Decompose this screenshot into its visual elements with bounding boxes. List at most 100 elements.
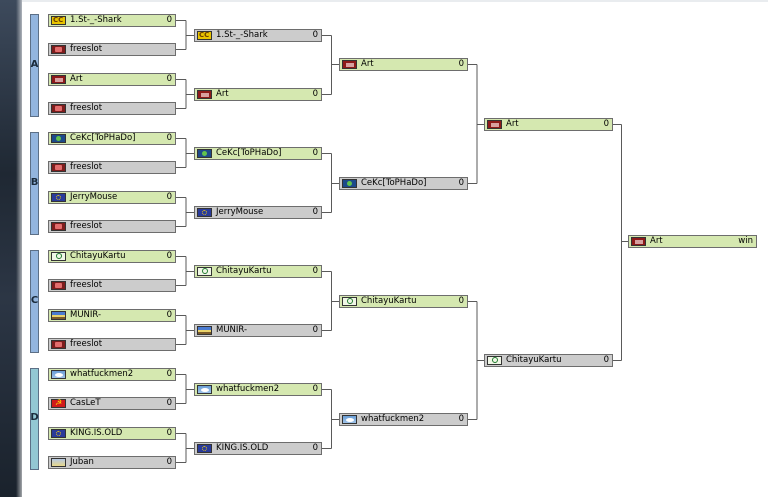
player-name: ChitayuKartu	[70, 251, 126, 261]
gray-race-icon	[51, 340, 66, 349]
player-slot-round1[interactable]: freeslot	[48, 102, 176, 115]
player-name: JerryMouse	[70, 192, 118, 202]
player-slot-round1[interactable]: ChitayuKartu 0	[48, 250, 176, 263]
player-slot-round4[interactable]: Art 0	[484, 118, 613, 131]
player-score: 0	[312, 384, 318, 394]
red-flag-icon	[51, 398, 66, 408]
globe-icon	[197, 149, 212, 158]
gray-race-icon	[51, 104, 66, 113]
player-slot-round2[interactable]: CeKc[ToPHaDo] 0	[194, 147, 322, 160]
player-name: freeslot	[70, 103, 103, 113]
top-divider	[22, 0, 768, 2]
background-artwork	[0, 0, 22, 497]
player-name: freeslot	[70, 280, 103, 290]
clan-flag-icon	[51, 75, 66, 84]
player-score: 0	[166, 133, 172, 143]
eu-flag-icon	[197, 444, 212, 453]
player-slot-round1[interactable]: freeslot	[48, 161, 176, 174]
player-name: freeslot	[70, 44, 103, 54]
player-score: 0	[312, 207, 318, 217]
green-emblem-icon	[51, 252, 66, 261]
player-score: 0	[166, 398, 172, 408]
player-slot-round3[interactable]: Art 0	[339, 58, 468, 71]
player-score: 0	[312, 148, 318, 158]
group-label: A	[30, 58, 39, 70]
player-name: whatfuckmen2	[70, 369, 134, 379]
player-score: 0	[603, 119, 609, 129]
group-label: D	[30, 412, 39, 423]
player-name: MUNIR-	[216, 325, 248, 335]
clan-flag-icon	[342, 60, 357, 69]
player-score: 0	[312, 443, 318, 453]
player-name: whatfuckmen2	[361, 414, 425, 424]
player-name: whatfuckmen2	[216, 384, 280, 394]
player-name: Art	[506, 119, 519, 129]
player-name: ChitayuKartu	[361, 296, 417, 306]
globe-icon	[51, 134, 66, 143]
player-name: Art	[361, 59, 374, 69]
player-slot-round1[interactable]: CeKc[ToPHaDo] 0	[48, 132, 176, 145]
sky-flag-icon	[51, 458, 66, 467]
player-score: 0	[312, 30, 318, 40]
player-name: MUNIR-	[70, 310, 102, 320]
clan-flag-icon	[631, 237, 646, 246]
player-slot-round2[interactable]: whatfuckmen2 0	[194, 383, 322, 396]
player-score: 0	[166, 74, 172, 84]
striped-flag-icon	[51, 311, 66, 320]
player-name: CeKc[ToPHaDo]	[216, 148, 282, 158]
green-emblem-icon	[342, 297, 357, 306]
player-score: 0	[166, 457, 172, 467]
player-slot-round1[interactable]: freeslot	[48, 220, 176, 233]
eu-flag-icon	[51, 193, 66, 202]
bird-icon	[51, 370, 66, 379]
player-name: Juban	[70, 457, 94, 467]
player-score: 0	[312, 266, 318, 276]
player-score: 0	[166, 428, 172, 438]
gray-race-icon	[51, 163, 66, 172]
group-label: B	[30, 176, 39, 188]
bird-icon	[197, 385, 212, 394]
player-slot-round2[interactable]: MUNIR-0	[194, 324, 322, 337]
player-slot-round1[interactable]: MUNIR- 0	[48, 309, 176, 322]
player-slot-round1[interactable]: freeslot	[48, 279, 176, 292]
player-name: CeKc[ToPHaDo]	[361, 178, 427, 188]
player-score: 0	[166, 251, 172, 261]
player-slot-round3[interactable]: CeKc[ToPHaDo]0	[339, 177, 468, 190]
player-score: 0	[312, 89, 318, 99]
player-score: 0	[166, 369, 172, 379]
clan-flag-icon	[487, 120, 502, 129]
player-slot-round1[interactable]: Juban 0	[48, 456, 176, 469]
player-name: CeKc[ToPHaDo]	[70, 133, 136, 143]
player-slot-round1[interactable]: freeslot	[48, 43, 176, 56]
player-slot-round1[interactable]: freeslot	[48, 338, 176, 351]
eu-flag-icon	[197, 208, 212, 217]
player-name: 1.St-_-Shark	[70, 15, 122, 25]
player-name: ChitayuKartu	[506, 355, 562, 365]
cc-clan-icon	[197, 30, 212, 41]
gray-race-icon	[51, 222, 66, 231]
player-score: 0	[166, 310, 172, 320]
eu-flag-icon	[51, 429, 66, 438]
group-label: C	[30, 294, 39, 306]
gray-race-icon	[51, 45, 66, 54]
group-bar-c	[30, 250, 39, 353]
player-name: freeslot	[70, 221, 103, 231]
player-slot-round1[interactable]: whatfuckmen2 0	[48, 368, 176, 381]
group-bar-b	[30, 132, 39, 235]
player-score: 0	[458, 59, 464, 69]
